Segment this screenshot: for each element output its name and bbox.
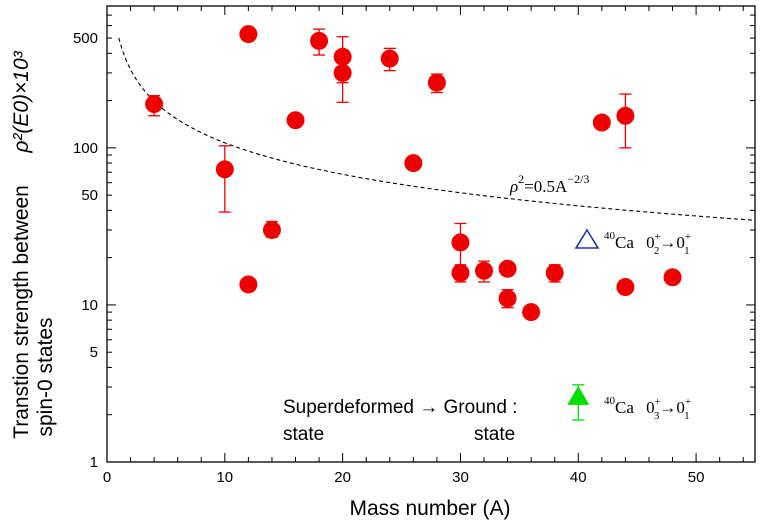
y-tick-label: 1: [90, 454, 98, 471]
y-axis-title-line1: Transtion strength between: [10, 185, 33, 439]
x-tick-label: 30: [452, 469, 469, 486]
data-point: [498, 289, 517, 308]
data-point: [262, 220, 281, 239]
plot-frame: [106, 5, 756, 463]
data-point: [404, 154, 423, 173]
x-tick-label: 40: [570, 469, 587, 486]
data-point: [616, 106, 635, 125]
fit-curve-line: [118, 37, 756, 221]
x-tick-label: 50: [688, 469, 705, 486]
y-axis-math-label: ρ²(E0)×10³: [10, 50, 33, 153]
data-point: [427, 73, 446, 92]
data-points: [145, 25, 682, 421]
y-tick-label: 10: [81, 297, 98, 314]
data-point: [592, 113, 611, 132]
y-axis-title-line2: spin-0 states: [34, 317, 57, 436]
data-point: [333, 63, 352, 82]
y-tick-label: 500: [73, 30, 98, 47]
sd-annotation-line1: Superdeformed → Ground :: [283, 397, 517, 418]
plot-border: [106, 5, 756, 463]
data-point: [451, 263, 470, 282]
legend-ca03: 40Ca 0+3→0+1: [604, 395, 691, 422]
data-point: [145, 95, 164, 114]
data-point: [475, 261, 494, 280]
axis-ticks: 0 10 20 30 40 50 1 5 10 50 100 500: [73, 5, 755, 486]
x-tick-label: 0: [103, 469, 111, 486]
data-point: [380, 49, 399, 68]
data-point: [663, 268, 682, 287]
data-point: [616, 278, 635, 297]
data-point: [545, 263, 564, 282]
data-point: [215, 160, 234, 179]
legend-ca02: 40Ca 0+2→0+1: [604, 230, 691, 257]
sd-annotation-state-b: state: [474, 424, 515, 445]
y-tick-label: 5: [90, 344, 98, 361]
data-point: [239, 25, 258, 44]
data-point: [239, 275, 258, 294]
filled-triangle-icon: [567, 385, 590, 405]
y-tick-label: 100: [73, 140, 98, 157]
data-point: [498, 259, 517, 278]
data-point: [286, 111, 305, 130]
fit-curve: [118, 37, 756, 221]
data-point: [522, 303, 541, 322]
y-tick-label: 50: [81, 187, 98, 204]
x-tick-label: 10: [216, 469, 233, 486]
sd-annotation-state-a: state: [283, 424, 324, 445]
x-tick-label: 20: [334, 469, 351, 486]
open-triangle-icon: [574, 228, 600, 249]
y-axis-title-group: Transtion strength between spin-0 states…: [10, 50, 57, 439]
data-point: [451, 233, 470, 252]
curve-label: ρ2=0.5A−2/3: [509, 172, 589, 196]
data-point: [310, 31, 329, 50]
x-axis-title: Mass number (A): [349, 497, 510, 520]
